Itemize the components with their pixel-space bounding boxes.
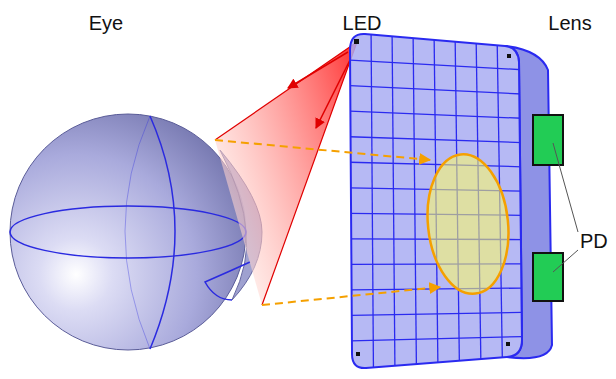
part-label: Lens [548, 12, 591, 34]
eye-image [421, 150, 515, 298]
part-label: Eye [89, 12, 123, 34]
led [507, 54, 511, 58]
projection-line [215, 140, 430, 160]
part-label: LED [343, 12, 382, 34]
lens-face [350, 34, 522, 368]
led [506, 342, 510, 346]
led [354, 39, 359, 44]
light-arrow [316, 60, 350, 128]
part-label: PD [580, 230, 608, 252]
photodiode [533, 115, 563, 165]
light-cone [215, 42, 357, 305]
led [356, 352, 360, 356]
leader-line [553, 250, 578, 272]
lens-grid [340, 22, 530, 379]
leader-line [553, 143, 578, 232]
projection-line [262, 287, 440, 305]
lens-outline [350, 34, 522, 368]
photodiode [533, 253, 563, 301]
light-cone-edge [215, 42, 357, 305]
